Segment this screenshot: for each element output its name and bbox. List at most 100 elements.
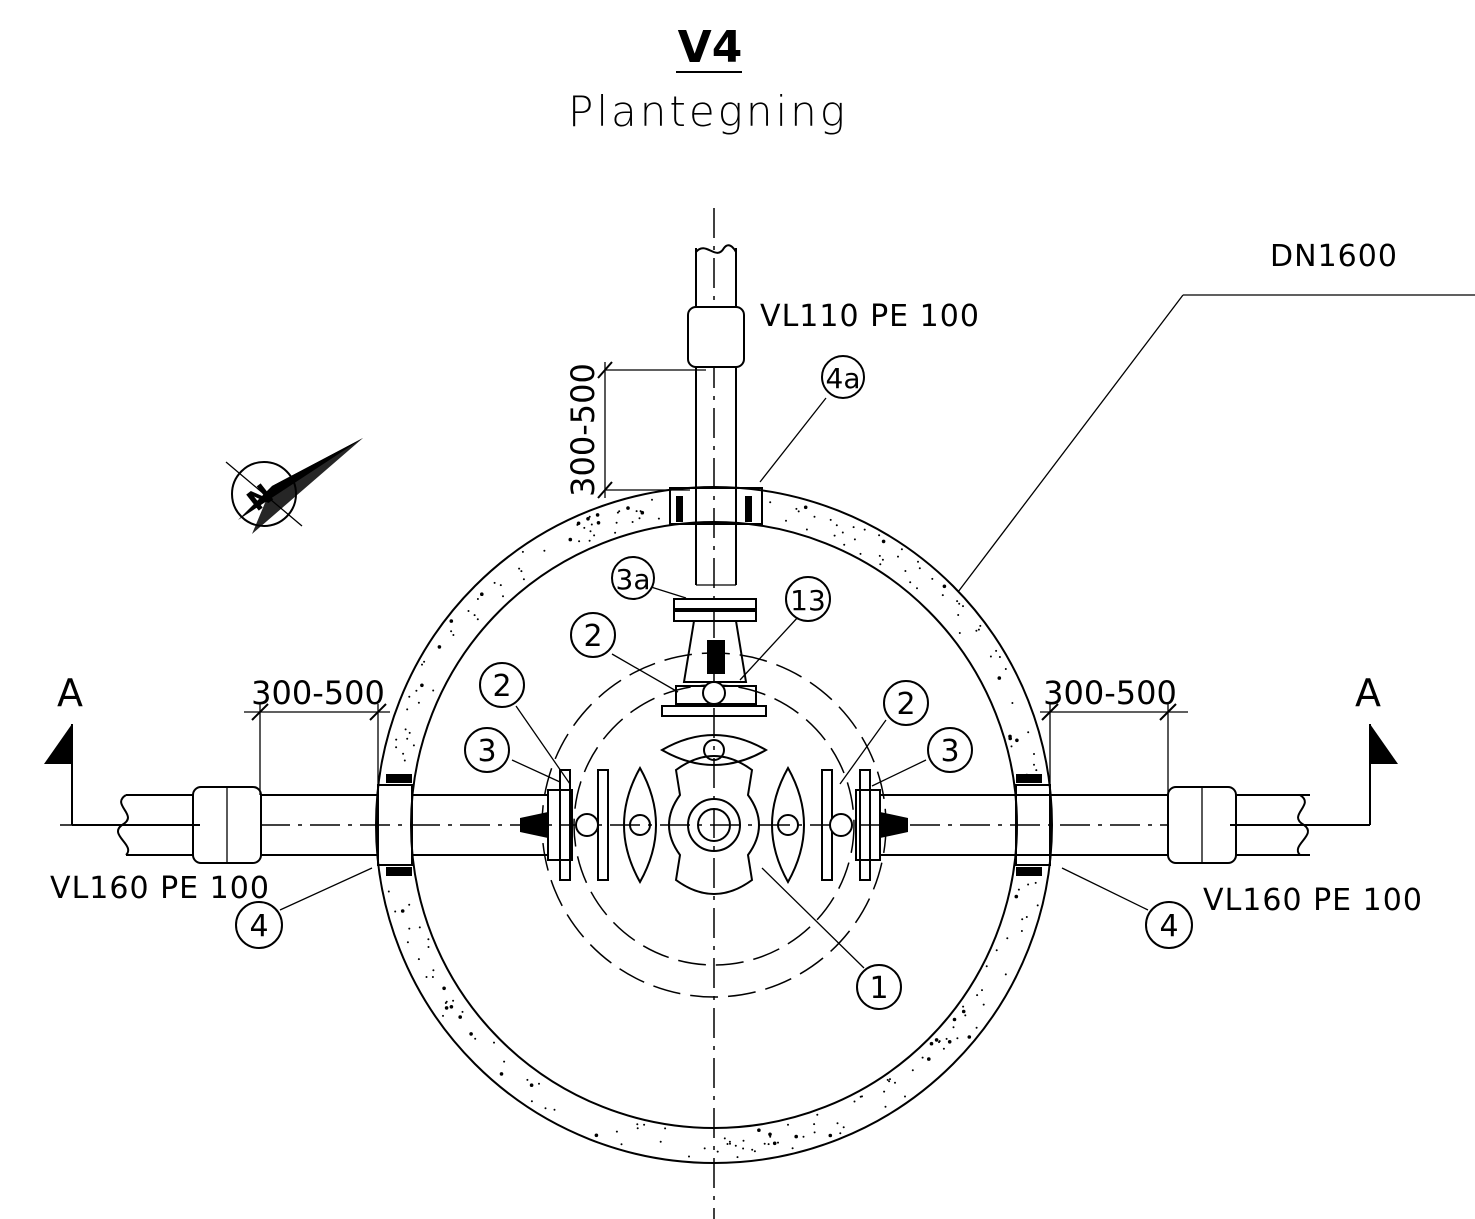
concrete-speckle xyxy=(1036,904,1039,907)
concrete-speckle xyxy=(394,910,397,913)
concrete-speckle xyxy=(995,649,998,652)
concrete-speckle xyxy=(543,549,546,552)
concrete-speckle xyxy=(590,523,593,526)
concrete-speckle xyxy=(886,1078,889,1081)
concrete-speckle xyxy=(729,1142,731,1145)
concrete-speckle xyxy=(1010,745,1013,748)
concrete-speckle xyxy=(998,656,1001,658)
callout-4a-label: 4a xyxy=(826,362,861,395)
section-mark-right-letter: A xyxy=(1355,671,1381,715)
concrete-speckle xyxy=(588,515,591,518)
concrete-speckle xyxy=(421,663,423,666)
concrete-speckle xyxy=(412,744,415,747)
callout-4-right: 4 xyxy=(1145,901,1193,949)
section-mark-left: A xyxy=(44,671,200,826)
concrete-speckle xyxy=(757,1128,761,1132)
concrete-speckle xyxy=(916,587,918,590)
callout-13: 13 xyxy=(785,576,831,622)
concrete-speckle xyxy=(521,550,524,553)
concrete-speckle xyxy=(589,530,592,533)
concrete-speckle xyxy=(1020,930,1023,932)
concrete-speckle xyxy=(961,1009,966,1014)
concrete-speckle xyxy=(452,634,455,636)
concrete-speckle xyxy=(643,1123,646,1126)
concrete-speckle xyxy=(406,941,409,944)
drawing-subtitle: Plantegning xyxy=(568,87,848,136)
callout-2-right: 2 xyxy=(883,680,929,726)
concrete-speckle xyxy=(753,1150,756,1153)
pipe-label-right: VL160 PE 100 xyxy=(1203,883,1423,918)
concrete-speckle xyxy=(853,538,856,541)
concrete-speckle xyxy=(859,1095,862,1098)
concrete-speckle xyxy=(723,1137,726,1140)
manhole-label: DN1600 xyxy=(1270,239,1398,274)
concrete-speckle xyxy=(618,510,621,513)
concrete-speckle xyxy=(420,683,424,688)
callout-2-top: 2 xyxy=(570,612,616,658)
concrete-speckle xyxy=(442,1014,444,1017)
dimension-lines xyxy=(244,361,1188,795)
concrete-speckle xyxy=(593,534,596,537)
concrete-speckle xyxy=(526,1078,529,1081)
concrete-speckle xyxy=(1034,881,1037,884)
concrete-speckle xyxy=(1021,918,1024,921)
concrete-speckle xyxy=(716,1150,719,1153)
concrete-speckle xyxy=(894,1081,896,1084)
concrete-speckle xyxy=(444,1006,449,1010)
concrete-speckle xyxy=(785,519,787,522)
concrete-speckle xyxy=(432,969,435,972)
concrete-speckle xyxy=(530,1100,533,1103)
concrete-speckle xyxy=(583,526,586,529)
drawing-title: V4 xyxy=(678,22,743,73)
concrete-speckle xyxy=(639,510,642,513)
concrete-speckle xyxy=(493,581,496,584)
concrete-speckle xyxy=(921,1056,924,1059)
concrete-speckle xyxy=(553,1108,556,1111)
concrete-speckle xyxy=(406,737,409,740)
callout-4-left-label: 4 xyxy=(249,909,268,944)
concrete-speckle xyxy=(813,1123,816,1126)
concrete-speckle xyxy=(841,531,844,534)
concrete-speckle xyxy=(614,531,617,534)
concrete-speckle xyxy=(538,1082,540,1085)
concrete-speckle xyxy=(918,567,921,570)
concrete-speckle xyxy=(1033,753,1035,755)
concrete-speckle xyxy=(657,517,660,520)
concrete-speckle xyxy=(503,1060,506,1063)
callout-2-top-label: 2 xyxy=(583,619,602,654)
concrete-speckle xyxy=(588,539,591,542)
concrete-speckle xyxy=(791,1147,794,1150)
callout-3-right: 3 xyxy=(927,727,973,773)
concrete-speckle xyxy=(802,1135,805,1138)
concrete-speckle xyxy=(415,689,418,692)
concrete-speckle xyxy=(444,1002,447,1004)
concrete-speckles xyxy=(387,498,1039,1159)
concrete-speckle xyxy=(958,632,961,634)
concrete-speckle xyxy=(863,528,866,531)
concrete-speckle xyxy=(813,515,816,518)
concrete-speckle xyxy=(879,563,882,566)
dimension-top: 300-500 xyxy=(564,363,602,497)
concrete-speckle xyxy=(917,560,919,563)
concrete-speckle xyxy=(544,1107,547,1110)
concrete-speckle xyxy=(408,903,411,906)
concrete-speckle xyxy=(499,1072,504,1076)
concrete-speckle xyxy=(833,534,836,537)
concrete-speckle xyxy=(520,570,523,573)
concrete-speckle xyxy=(636,1123,639,1126)
concrete-speckle xyxy=(777,1141,779,1144)
concrete-speckle xyxy=(406,708,409,711)
concrete-speckle xyxy=(829,518,832,521)
callout-3-left-label: 3 xyxy=(477,734,496,769)
callout-1-label: 1 xyxy=(869,971,888,1006)
concrete-speckle xyxy=(418,926,421,929)
concrete-speckle xyxy=(1027,883,1030,886)
concrete-speckle xyxy=(502,595,504,598)
concrete-speckle xyxy=(931,577,934,580)
concrete-speckle xyxy=(956,600,959,603)
concrete-speckle xyxy=(962,1005,965,1008)
concrete-speckle xyxy=(878,534,881,537)
concrete-speckle xyxy=(859,552,862,555)
concrete-speckle xyxy=(767,1143,770,1146)
